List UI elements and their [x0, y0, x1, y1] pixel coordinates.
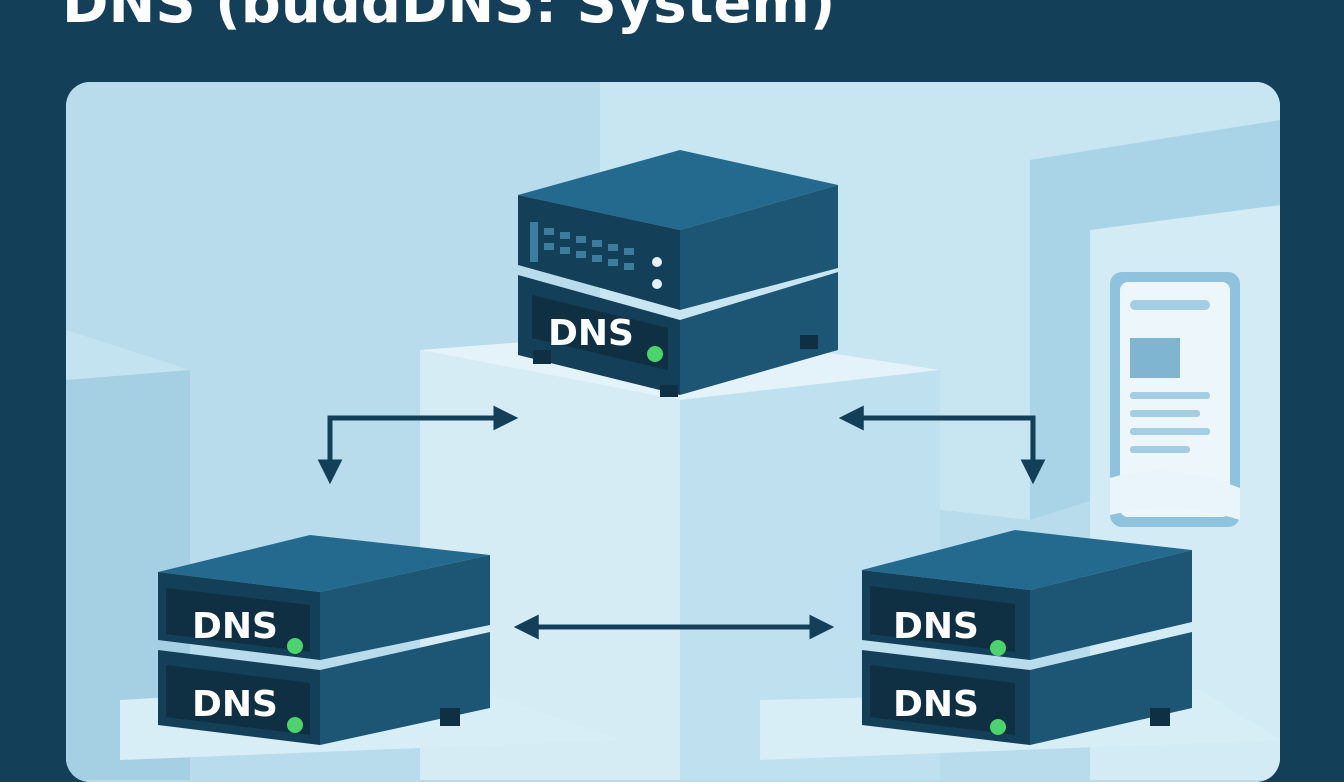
server-label: DNS — [893, 606, 979, 647]
server-label: DNS — [192, 684, 278, 725]
dns-diagram: DNS DNS DNS DNS — [66, 82, 1280, 782]
vent-grid — [530, 222, 634, 270]
status-led-icon — [647, 346, 663, 362]
status-led-icon — [287, 717, 303, 733]
server-top: DNS — [518, 150, 838, 397]
elbow-arrow-icon — [838, 405, 1046, 485]
elbow-arrow-icon — [317, 405, 519, 485]
status-led-icon — [287, 638, 303, 654]
illustration-panel: DNS DNS DNS DNS — [66, 82, 1280, 782]
indicator-light — [652, 257, 662, 267]
indicator-light — [652, 279, 662, 289]
server-bottom-left: DNS DNS — [158, 535, 490, 745]
server-label: DNS — [548, 313, 634, 354]
connection-arrows — [317, 405, 1046, 640]
server-label: DNS — [893, 684, 979, 725]
page-title: DNS (buddDNS: System) — [62, 0, 836, 36]
status-led-icon — [990, 719, 1006, 735]
document-icon — [1110, 272, 1240, 527]
server-bottom-right: DNS DNS — [862, 530, 1192, 745]
status-led-icon — [990, 640, 1006, 656]
server-label: DNS — [192, 606, 278, 647]
